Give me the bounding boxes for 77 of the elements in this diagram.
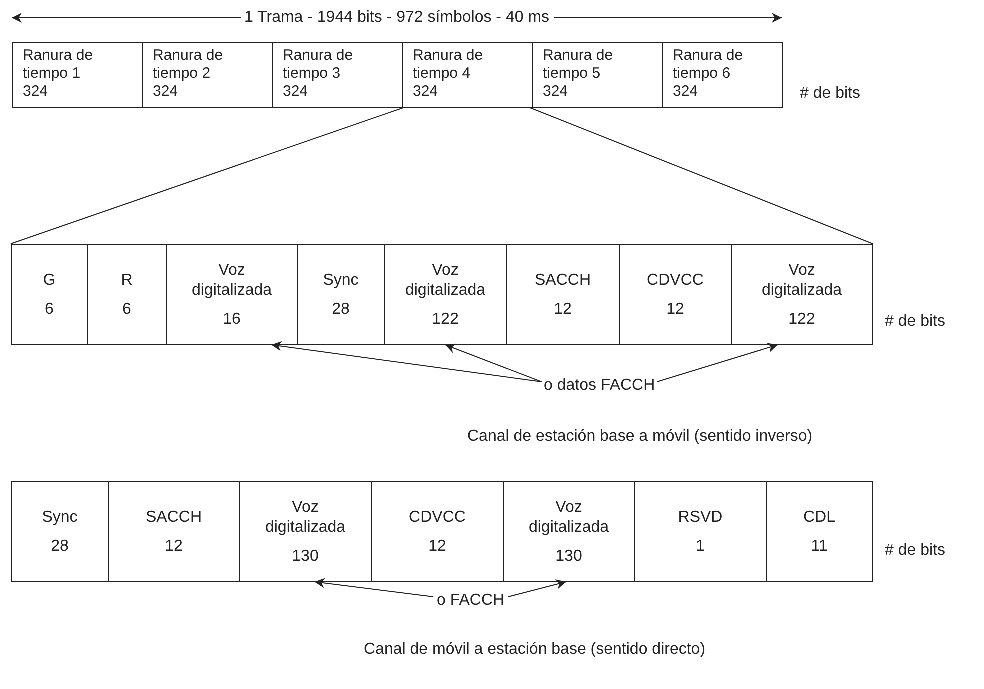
unit-label: # de bits (885, 312, 946, 332)
field-box (619, 244, 732, 345)
bit-count: 1 (696, 538, 705, 556)
field-box (371, 481, 504, 582)
bit-count: 324 (283, 83, 308, 101)
field-name: RSVD (678, 508, 723, 528)
time-slot-box (402, 42, 533, 108)
bit-count: 122 (432, 310, 459, 328)
field-box (297, 244, 385, 345)
bit-count: 130 (556, 548, 582, 566)
field-name: R (121, 270, 133, 290)
time-slot-box (142, 42, 273, 108)
expansion-line (530, 108, 874, 244)
field-name: Voz digitalizada (264, 498, 347, 538)
field-box (166, 244, 298, 345)
field-box (634, 481, 767, 582)
annotation-text: o FACCH (437, 591, 505, 611)
field-name: CDVCC (409, 508, 466, 528)
bit-count: 324 (153, 83, 178, 101)
field-box (87, 244, 167, 345)
field-name: Ranura de tiempo 1 (23, 47, 94, 83)
bit-count: 324 (673, 83, 698, 101)
bit-count: 6 (45, 300, 54, 318)
field-name: SACCH (146, 508, 202, 528)
time-slot-box (662, 42, 783, 108)
channel-caption: Canal de móvil a estación base (sentido directo) (364, 640, 706, 660)
field-name: Ranura de tiempo 4 (413, 47, 484, 83)
bit-count: 11 (811, 538, 828, 556)
field-box (239, 481, 372, 582)
arrow (271, 341, 542, 382)
bit-count: 324 (543, 83, 568, 101)
bit-count: 12 (165, 538, 183, 556)
field-name: SACCH (534, 270, 591, 290)
expansion-line (10, 108, 404, 244)
field-box (384, 244, 507, 345)
annotation-text: o datos FACCH (544, 376, 656, 396)
unit-label: # de bits (800, 84, 860, 104)
field-name: Voz digitalizada (190, 260, 274, 300)
field-box (108, 481, 240, 582)
field-box (11, 481, 109, 582)
bit-count: 324 (23, 83, 48, 101)
arrow (314, 578, 434, 598)
field-box (506, 244, 620, 345)
time-slot-box (532, 42, 663, 108)
field-name: Voz digitalizada (404, 260, 487, 300)
field-name: Ranura de tiempo 2 (153, 47, 224, 83)
bit-count: 12 (554, 300, 572, 318)
bit-count: 16 (223, 310, 241, 328)
field-name: CDL (803, 508, 836, 528)
field-name: Sync (323, 270, 359, 290)
arrow (656, 343, 778, 382)
bit-count: 28 (332, 300, 350, 318)
bit-count: 130 (292, 548, 319, 566)
bit-count: 6 (122, 300, 132, 318)
field-name: Ranura de tiempo 6 (673, 47, 744, 83)
bit-count: 12 (428, 538, 446, 556)
arrow (445, 344, 542, 382)
field-name: Ranura de tiempo 5 (543, 47, 614, 83)
field-name: Sync (42, 508, 78, 528)
channel-caption: Canal de estación base a móvil (sentido inverso) (468, 427, 813, 447)
bit-count: 12 (666, 300, 684, 318)
field-box (731, 244, 873, 345)
arrow (508, 580, 567, 598)
field-name: CDVCC (647, 270, 704, 290)
bit-count: 122 (788, 310, 816, 328)
time-slot-box (272, 42, 403, 108)
unit-label: # de bits (885, 541, 946, 561)
field-box (766, 481, 873, 582)
bit-count: 28 (51, 538, 69, 556)
field-name: G (43, 270, 56, 290)
field-name: Voz digitalizada (760, 260, 844, 300)
field-name: Voz digitalizada (528, 498, 610, 538)
field-box (503, 481, 635, 582)
bit-count: 324 (413, 83, 438, 101)
field-name: Ranura de tiempo 3 (283, 47, 354, 83)
time-slot-box (12, 42, 143, 108)
field-box (11, 244, 88, 345)
